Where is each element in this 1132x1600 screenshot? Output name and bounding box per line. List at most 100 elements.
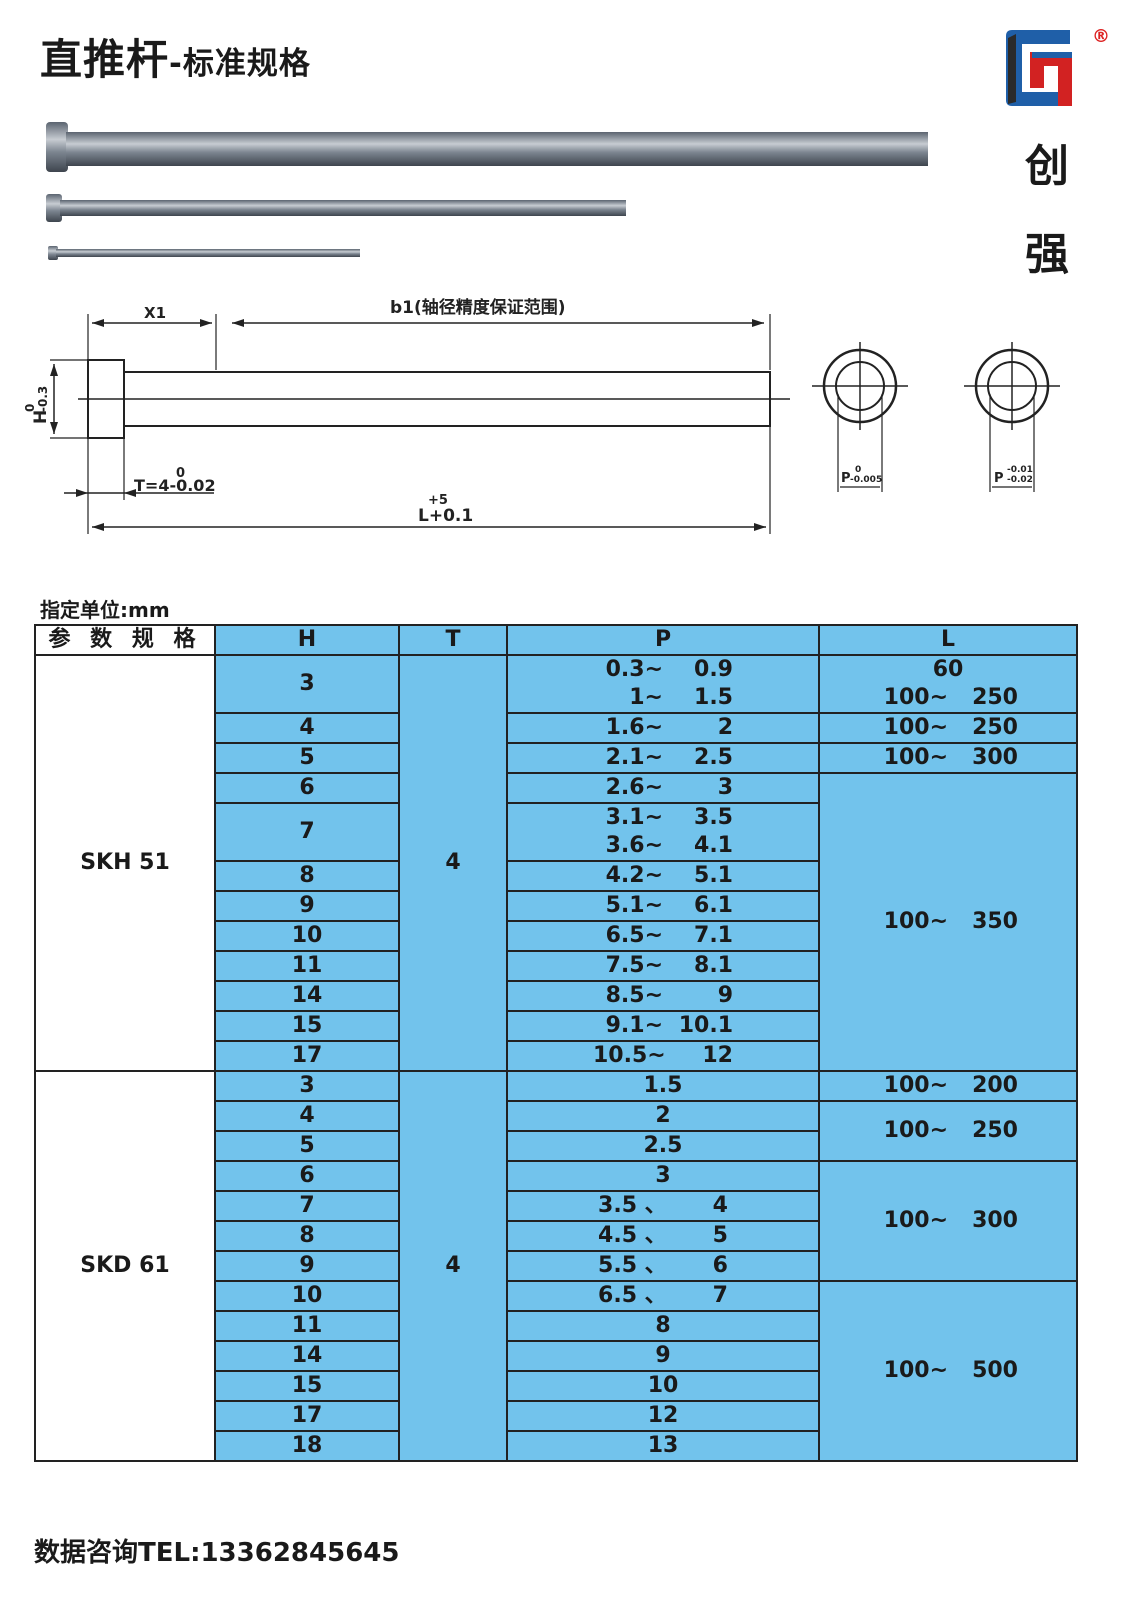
h-cell: 5 [214,742,400,774]
table-row: 7 3.1~3.5 [35,802,1077,862]
p-cell: 12 [506,1400,820,1432]
table-row: 17 10.5~12 [35,1040,1077,1072]
dim-l-tol: +5 [428,493,448,508]
brand-logo-icon [1006,30,1072,106]
title-main: 直推杆 [40,35,170,84]
table-row: 11 7.5~8.1 [35,950,1077,982]
dim-h-tol-upper: 0 [23,404,37,412]
technical-drawing: X1 b1(轴径精度保证范围) H 0 -0.3 0 T=4-0.02 +5 L… [23,297,1060,534]
cross-section-2 [964,342,1060,492]
dim-h-tol-lower: -0.3 [36,386,50,412]
table-header-row: 参 数 规 格 H T P L [34,624,1078,656]
table-row: 4 1.6~2 100~250 [35,712,1078,744]
p-cell: 3 [506,1160,820,1192]
h-cell: 7 [214,802,400,862]
table-row: 3.6~4.1 [35,832,1077,862]
table-row: 8 4.2~5.1 [35,860,1077,892]
p-cell: 1~1.5 [506,684,820,714]
cross-section-1 [812,342,908,492]
table-row: 15 9.1~10.1 [35,1010,1077,1042]
p-cell: 0.3~0.9 [506,654,820,684]
table-row: 9 5.1~6.1 [35,890,1077,922]
dim-t-tol: 0 [176,466,185,481]
h-cell: 4 [214,712,400,744]
table-row: 18 13 [35,1430,1077,1462]
p-cell: 6.5 、 7 [506,1280,820,1312]
page-title: 直推杆-标准规格 [40,26,311,87]
table-row: 1~1.5 100~250 [35,684,1078,714]
header-spec: 参 数 规 格 [34,624,216,656]
h-cell: 11 [214,1310,400,1342]
h-cell: 18 [214,1430,400,1462]
dim-t-label: T=4-0.02 [134,476,216,495]
pin-small [48,246,360,260]
h-cell: 10 [214,920,400,952]
dim-h-label: H [31,410,51,424]
header-t: T [398,624,508,656]
table-row: 11 8 [35,1310,1077,1342]
unit-label: 指定单位:mm [40,598,170,622]
table-row: 17 12 [35,1400,1077,1432]
table-row: 14 8.5~9 [35,980,1077,1012]
table-row: 15 10 [35,1370,1077,1402]
l-cell: 100~250 [818,684,1078,714]
p-cell: 2.6~3 [506,772,820,804]
pin-large [46,122,928,172]
p-cell: 6.5~7.1 [506,920,820,952]
p-cell: 3.1~3.5 [506,802,820,832]
table-row: 5 2.5 [35,1130,1077,1162]
l-cell: 100~250 [818,1100,1078,1162]
header-l: L [818,624,1078,656]
p1-tol-lower: -0.005 [850,475,882,485]
table-row: 10 6.5 、 7 100~500 [35,1280,1078,1462]
table-row: 14 9 [35,1340,1077,1372]
dim-l-label: L+0.1 [418,506,473,526]
h-cell: 15 [214,1370,400,1402]
contact-phone: 数据咨询TEL:13362845645 [34,1538,400,1568]
table-row: 8 4.5 、 5 [35,1220,1077,1252]
h-cell: 9 [214,1250,400,1282]
pin-medium [46,194,626,222]
p-cell: 8 [506,1310,820,1342]
table-row: 5 2.1~2.5 100~300 [35,742,1078,774]
p-cell: 2.1~2.5 [506,742,820,774]
p-cell: 1.5 [506,1070,820,1102]
table-row: SKH 51 3 4 0.3~0.9 60 [34,654,1078,1072]
p-cell: 13 [506,1430,820,1462]
p-cell: 7.5~8.1 [506,950,820,982]
header-h: H [214,624,400,656]
h-cell: 11 [214,950,400,982]
h-cell: 15 [214,1010,400,1042]
header-p: P [506,624,820,656]
p-cell: 1.6~2 [506,712,820,744]
h-cell: 10 [214,1280,400,1312]
table-row: 6 3 100~300 [35,1160,1078,1282]
h-cell: 6 [214,1160,400,1192]
h-cell: 3 [214,654,400,714]
p-cell: 9 [506,1340,820,1372]
h-cell: 3 [214,1070,400,1102]
l-cell: 100~500 [818,1280,1078,1462]
p-cell: 3.5 、 4 [506,1190,820,1222]
l-cell: 100~250 [818,712,1078,744]
table-row: 4 2 100~250 [35,1100,1078,1162]
p2-tol-lower: -0.02 [1007,475,1033,485]
p1-tol-upper: 0 [855,465,861,475]
h-cell: 9 [214,890,400,922]
p2-label: P [994,471,1004,486]
t-cell-skh: 4 [398,654,508,1072]
title-sub: -标准规格 [169,46,311,82]
product-photo [46,122,928,260]
l-cell-merged: 100~350 [818,772,1078,1072]
h-cell: 14 [214,980,400,1012]
material-skd61: SKD 61 [34,1070,216,1462]
p-cell: 3.6~4.1 [506,832,820,862]
p-cell: 8.5~9 [506,980,820,1012]
table-row: 7 3.5 、 4 [35,1190,1077,1222]
table-row: 9 5.5 、 6 [35,1250,1077,1282]
h-cell: 8 [214,860,400,892]
table-row: 10 6.5~7.1 [35,920,1077,952]
registered-mark: ® [1092,26,1110,47]
h-cell: 7 [214,1190,400,1222]
p-cell: 2 [506,1100,820,1132]
